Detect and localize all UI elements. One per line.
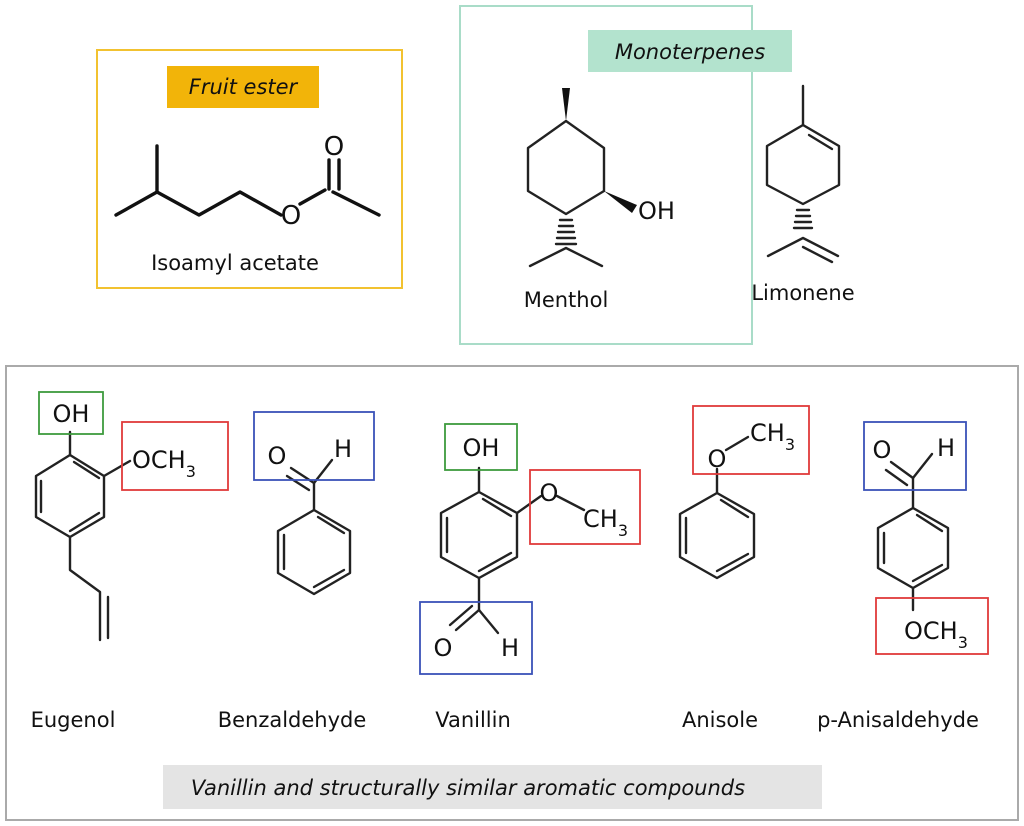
anisole-structure: O CH3 [678, 405, 810, 580]
aromatics-caption-bg [163, 765, 822, 809]
anisole-name: Anisole [682, 708, 758, 732]
vanillin-methyl-label: CH3 [583, 505, 628, 540]
isoamyl-acetate-name: Isoamyl acetate [151, 251, 319, 275]
vanillin-methoxy-oxygen-label: O [540, 479, 559, 507]
p-anisaldehyde-methoxy-box [875, 597, 989, 655]
vanillin-aldehyde-hydrogen-label: H [501, 634, 519, 662]
isoamyl-acetate-structure: O O [114, 132, 381, 231]
anisole-methoxy-box [692, 405, 810, 475]
vanillin-aldehyde-oxygen-label: O [434, 634, 453, 662]
menthol-structure: OH [526, 88, 675, 268]
eugenol-methoxy-box [121, 421, 229, 491]
menthol-name: Menthol [524, 288, 609, 312]
benzaldehyde-aldehyde-box [253, 411, 375, 481]
benzaldehyde-oxygen-label: O [268, 442, 287, 470]
eugenol-name: Eugenol [31, 708, 116, 732]
menthol-hydroxyl-label: OH [638, 197, 675, 225]
monoterpenes-panel: Monoterpenes OH Menthol [459, 5, 855, 345]
vanillin-aldehyde-box [419, 601, 533, 675]
limonene-structure [765, 84, 841, 264]
aromatics-frame [5, 365, 1019, 821]
eugenol-hydroxyl-box [38, 391, 104, 435]
carbonyl-oxygen-label: O [324, 132, 344, 162]
monoterpenes-frame [459, 5, 753, 345]
p-anisaldehyde-aldehyde-box [863, 421, 967, 491]
vanillin-hydroxyl-box [444, 423, 518, 471]
fruit-ester-label-bg [167, 66, 319, 108]
p-anisaldehyde-hydrogen-label: H [937, 434, 955, 462]
p-anisaldehyde-methoxy-label: OCH3 [904, 617, 968, 652]
vanillin-name: Vanillin [435, 708, 511, 732]
limonene-name: Limonene [751, 281, 854, 305]
fruit-ester-panel: Fruit ester O O Isoamyl acetate [96, 49, 403, 289]
vanillin-structure: OH O CH3 O H [419, 423, 641, 675]
vanillin-hydroxyl-label: OH [463, 434, 500, 462]
anisole-methyl-label: CH3 [750, 419, 795, 454]
monoterpenes-label-bg [588, 30, 792, 72]
anisole-oxygen-label: O [708, 445, 727, 473]
benzaldehyde-name: Benzaldehyde [218, 708, 367, 732]
p-anisaldehyde-name: p-Anisaldehyde [817, 708, 979, 732]
aromatics-panel: OH OCH3 Eugenol O H Benzaldehyde [5, 365, 1019, 821]
eugenol-structure: OH OCH3 [34, 391, 229, 642]
aromatics-caption: Vanillin and structurally similar aromat… [191, 776, 745, 800]
benzaldehyde-hydrogen-label: H [334, 435, 352, 463]
benzaldehyde-structure: O H [253, 411, 375, 596]
monoterpenes-label: Monoterpenes [615, 40, 765, 64]
vanillin-methoxy-box [529, 469, 641, 545]
eugenol-methoxy-label: OCH3 [132, 446, 196, 481]
fruit-ester-frame [96, 49, 403, 289]
p-anisaldehyde-structure: O H OCH3 [863, 421, 989, 655]
p-anisaldehyde-oxygen-label: O [873, 436, 892, 464]
eugenol-hydroxyl-label: OH [53, 400, 90, 428]
ester-oxygen-label: O [281, 201, 301, 231]
fruit-ester-label: Fruit ester [189, 75, 299, 99]
